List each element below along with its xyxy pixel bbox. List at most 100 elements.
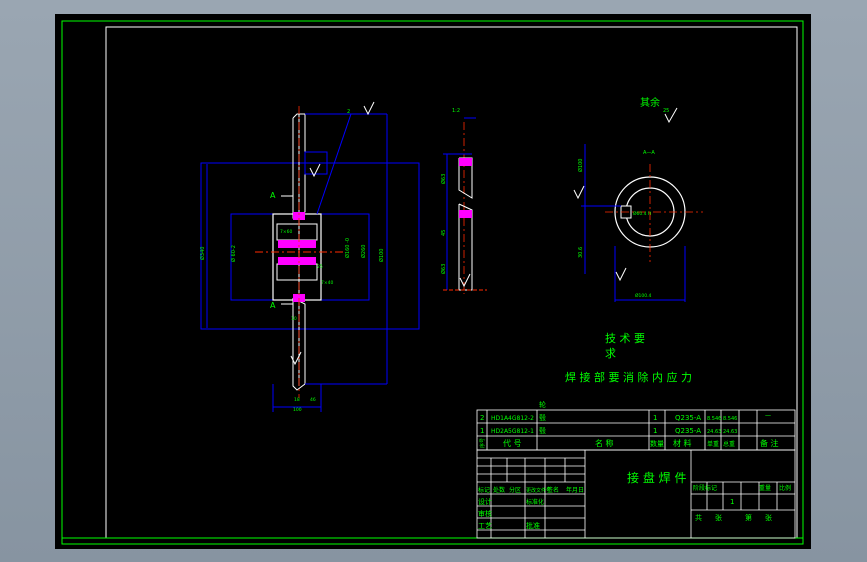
- dim-hub-width: 100: [293, 407, 302, 413]
- bom-header-material: 材 料: [673, 438, 692, 448]
- tb-sign: 签名: [547, 486, 559, 494]
- section-label-a1: A: [270, 191, 276, 200]
- detail-profile-bottom: [458, 203, 473, 291]
- dim-main-height: Ø340: [199, 247, 206, 260]
- bom-row-1-code: HD2A5G812-1: [491, 428, 534, 435]
- dim-small-1: 18: [294, 397, 300, 403]
- tb-zone: 分区: [509, 486, 521, 494]
- detail-view: 1:2 Ø63 45 Ø63: [440, 108, 487, 294]
- roughness-mark-3: [290, 351, 302, 366]
- tb-part-name: 接 盘 焊 件: [627, 470, 686, 485]
- rim-outline-lower: [292, 297, 306, 391]
- bom-row-1-material: Q235-A: [675, 427, 701, 435]
- bom-table: [476, 409, 796, 451]
- tb-scale: 比例: [779, 484, 791, 492]
- dim-rim-label: Ø100: [378, 249, 385, 262]
- hub-fill-bottom: [278, 257, 316, 265]
- bom-row-1-unit: 24.63: [707, 429, 721, 435]
- bom-row-2-note: 一: [765, 413, 771, 420]
- bom-header-code: 代 号: [503, 438, 522, 448]
- dim-hub-label-3: Ø260: [360, 245, 367, 258]
- tb-stage: 阶段标记: [693, 484, 717, 492]
- main-dim-box: [200, 162, 420, 330]
- bom-row-1-index: 1: [480, 427, 484, 435]
- bom-row-1-total: 24.63: [723, 429, 737, 435]
- tb-sheet-page: 张: [765, 513, 772, 522]
- tb-sheet-of: 张: [715, 513, 722, 522]
- tb-std: 标准化: [526, 498, 544, 506]
- bom-header-index: 序号: [479, 438, 486, 448]
- hub-fill-top: [278, 240, 316, 248]
- notes-line-1: 焊 接 部 要 消 除 内 应 力: [565, 370, 692, 384]
- tb-process: 工艺: [478, 522, 492, 530]
- detail-fill-top: [459, 158, 472, 166]
- bom-header-total: 总重: [723, 440, 735, 448]
- dim-hub-label-2: 7×60: [280, 229, 292, 235]
- tb-weight: 重量: [759, 484, 771, 492]
- roughness-mark-1: [363, 101, 375, 116]
- dim-hub-label-4: Ø160 -0: [344, 238, 351, 258]
- roughness-other-mark: [664, 107, 678, 124]
- section-roughness-1: [573, 185, 585, 200]
- bom-text: 2 HD1A4G812-2 轮 毂 1 Q235-A 8.546 8.546 一…: [479, 400, 779, 448]
- bom-header-unit: 单重: [707, 440, 719, 448]
- section-aa: A—A Ø100 30.6 Ø60.4 H Ø100.4: [573, 144, 703, 302]
- dim-small-2: 10: [291, 316, 297, 322]
- bom-row-2-name: 毂: [539, 413, 546, 422]
- bom-row-2-qty: 1: [653, 414, 657, 422]
- bom-header-qty: 数量: [650, 439, 664, 448]
- section-label-3: Ø60.4 H: [633, 210, 651, 217]
- roughness-mark-2: [309, 163, 321, 178]
- tb-mark: 标记: [478, 486, 490, 494]
- technical-notes: 技 术 要 求 焊 接 部 要 消 除 内 应 力: [565, 332, 692, 384]
- dim-hub-label-5: 25: [317, 264, 323, 270]
- cad-drawing-viewport[interactable]: A A 2 Ø340 Ø 60-2 7×60 Ø260 Ø160 -0 25 7…: [55, 14, 811, 549]
- dim-small-3: 46: [310, 397, 316, 403]
- inner-frame: [105, 26, 798, 539]
- bom-row-2-index: 2: [480, 414, 484, 422]
- title-block-text: 标记 处数 分区 更改文件号 签名 年月日 设计 标准化 审核 工艺 批准 接 …: [478, 470, 791, 530]
- roughness-other: 其余 25: [640, 96, 678, 124]
- small-box-top: [304, 151, 328, 175]
- tb-approve: 批准: [526, 521, 540, 530]
- section-label-4: Ø100.4: [635, 292, 652, 299]
- bom-row-2-name-top: 轮: [539, 400, 546, 409]
- main-view: A A 2 Ø340 Ø 60-2 7×60 Ø260 Ø160 -0 25 7…: [199, 101, 420, 413]
- dim-hub-label-6: 7×40: [321, 280, 333, 286]
- roughness-other-value: 25: [663, 108, 669, 114]
- detail-label-2: 45: [441, 230, 447, 236]
- tb-change: 更改文件号: [526, 487, 551, 494]
- notes-title: 技 术 要: [605, 332, 645, 345]
- detail-label-1: Ø63: [440, 174, 447, 184]
- detail-top-label: 1:2: [452, 108, 460, 114]
- notes-title-2: 求: [605, 347, 616, 360]
- detail-fill-bottom: [459, 210, 472, 218]
- tb-design: 设计: [478, 497, 492, 506]
- bom-header-name: 名 称: [595, 438, 614, 448]
- cad-drawing: A A 2 Ø340 Ø 60-2 7×60 Ø260 Ø160 -0 25 7…: [61, 20, 804, 545]
- leader-diag: [316, 113, 352, 215]
- tb-scale-value: 1: [730, 498, 734, 506]
- hub-bore-bottom: [276, 263, 318, 281]
- section-label-1: Ø100: [577, 159, 584, 172]
- title-block: [476, 449, 796, 539]
- tb-count: 处数: [493, 486, 505, 494]
- tb-review: 审核: [478, 509, 492, 518]
- roughness-other-label: 其余: [640, 96, 660, 109]
- bom-row-2-unit: 8.546: [707, 416, 721, 422]
- detail-label-3: Ø63: [440, 264, 447, 274]
- dim-hub-label-1: Ø 60-2: [230, 245, 237, 262]
- section-roughness-2: [615, 267, 627, 282]
- bom-row-1-qty: 1: [653, 427, 657, 435]
- outer-frame: [61, 20, 804, 545]
- tb-date: 年月日: [566, 486, 584, 494]
- bom-header-note: 备 注: [760, 438, 779, 448]
- section-label-a2: A: [270, 301, 276, 310]
- section-label-2: 30.6: [578, 247, 584, 258]
- bom-row-2-code: HD1A4G812-2: [491, 415, 534, 422]
- tb-sheet-total: 共: [695, 513, 702, 522]
- bom-row-2-material: Q235-A: [675, 414, 701, 422]
- bom-row-1-name: 毂: [539, 426, 546, 435]
- section-aa-title: A—A: [643, 150, 655, 156]
- detail-roughness: [459, 273, 471, 288]
